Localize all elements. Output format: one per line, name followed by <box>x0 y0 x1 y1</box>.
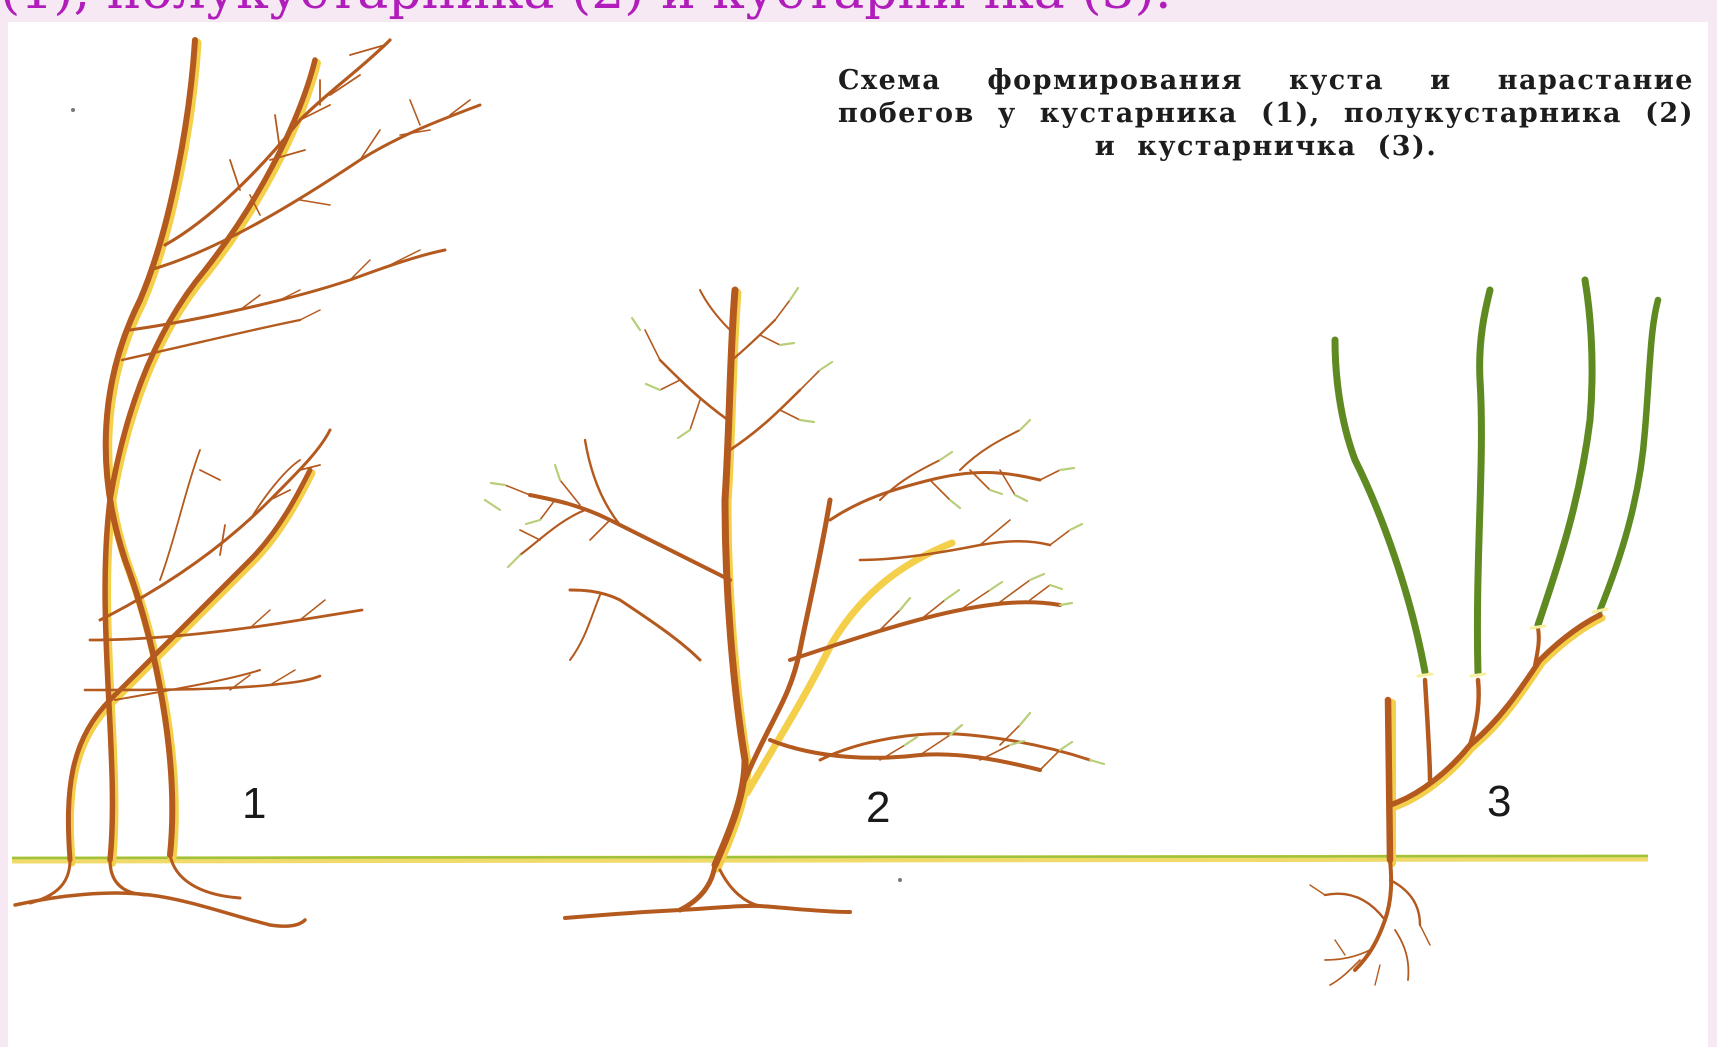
subshrub-trunk <box>715 290 745 865</box>
green-shoot-4 <box>1600 300 1658 610</box>
plant-2-subshrub <box>485 288 1104 918</box>
speck <box>71 108 75 112</box>
label-subshrub: 2 <box>866 786 890 830</box>
plant-3-dwarf-shrub <box>1310 280 1658 985</box>
green-shoot-3 <box>1538 280 1592 625</box>
figure-caption: Схема формирования куста и нарастание по… <box>838 64 1694 163</box>
green-shoot-1 <box>1335 340 1425 672</box>
dwarf-main-stem <box>1388 700 1390 860</box>
speck <box>898 878 902 882</box>
green-shoot-2 <box>1477 290 1490 673</box>
label-dwarf-shrub: 3 <box>1487 780 1511 824</box>
label-shrub: 1 <box>242 782 266 826</box>
shrub-stem-b <box>105 60 315 860</box>
